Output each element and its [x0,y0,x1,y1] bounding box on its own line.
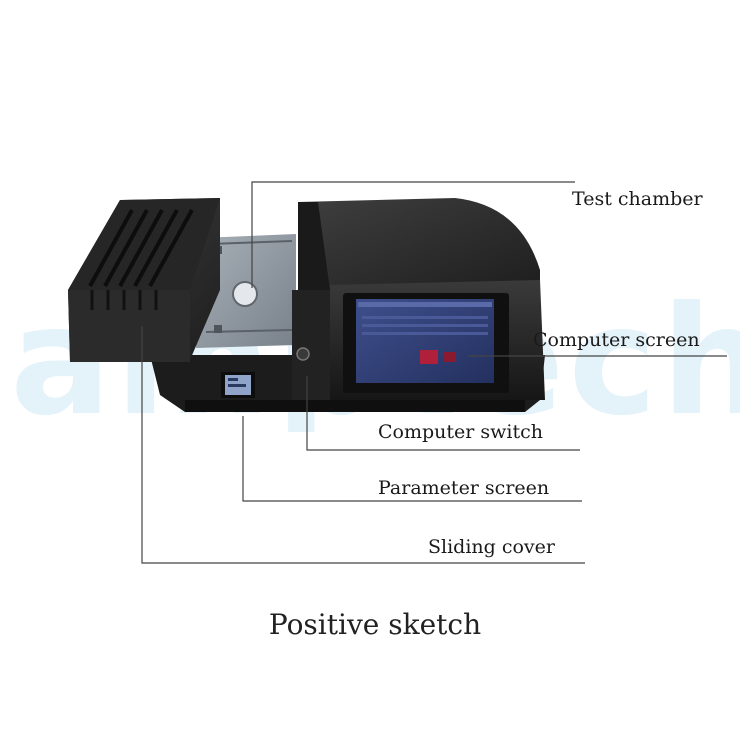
test-chamber-lid [298,198,540,290]
parameter-screen [221,372,255,398]
power-switch-knob [296,347,310,361]
label-parameter-screen: Parameter screen [378,477,550,499]
leader-lines [141,181,727,564]
leader-parameter-screen [242,416,582,502]
computer-screen-display [356,299,494,383]
leader-computer-switch [306,376,580,451]
label-computer-screen: Computer screen [533,329,700,351]
diagram-caption: Positive sketch [268,608,482,641]
label-test-chamber: Test chamber [572,188,703,210]
machine-front [292,280,545,400]
sliding-cover [68,198,220,362]
label-computer-switch: Computer switch [378,421,543,443]
label-sliding-cover: Sliding cover [428,536,555,558]
sample-tray [196,234,296,348]
leader-test-chamber [251,181,575,288]
leader-sliding-cover [141,326,585,564]
